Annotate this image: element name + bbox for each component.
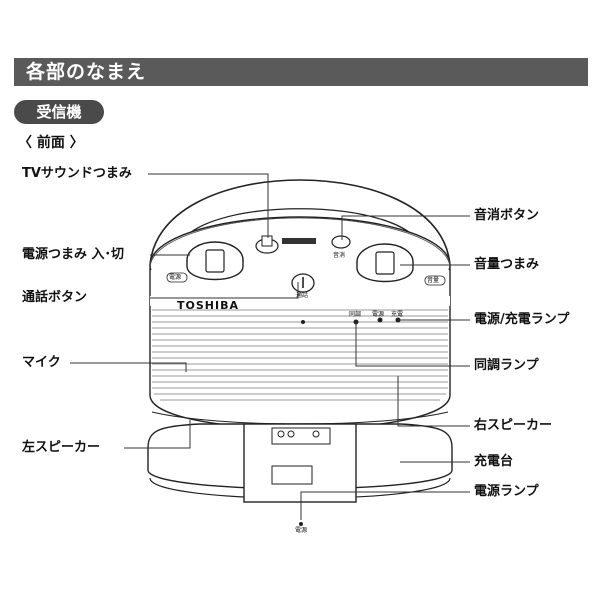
label-power-knob: 電源つまみ 入･切 xyxy=(22,247,125,262)
leader-lines xyxy=(70,173,470,520)
label-right-speaker: 右スピーカー xyxy=(474,418,553,433)
tv-sound-knob xyxy=(255,235,316,254)
label-left-speaker: 左スピーカー xyxy=(22,440,101,455)
label-tv-sound-knob: TVサウンドつまみ xyxy=(22,166,132,181)
mic-dot xyxy=(301,320,305,324)
knob-right-tag: 音量 xyxy=(427,277,440,284)
label-power-lamp: 電源ランプ xyxy=(474,484,539,499)
mute-button-shape xyxy=(331,235,351,249)
lamp-power-tag: 電源 xyxy=(372,311,385,318)
label-talk-button: 通話ボタン xyxy=(22,290,88,305)
view-label: 〈 前面 〉 xyxy=(18,135,84,151)
label-sync-lamp: 同調ランプ xyxy=(474,358,539,373)
lamp-charge-tag: 充電 xyxy=(391,311,404,318)
charger-lamp-tag: 電源 xyxy=(295,527,308,534)
volume-knob xyxy=(356,243,414,283)
charger-lamp-dot xyxy=(299,522,303,526)
label-mute-button: 音消ボタン xyxy=(474,208,540,223)
brand-logo-text: TOSHIBA xyxy=(177,299,239,312)
handle xyxy=(149,179,451,271)
subsection-title: 受信機 xyxy=(36,103,82,121)
section-header-bar: 各部のなまえ xyxy=(14,58,588,86)
talk-tag: 通話 xyxy=(296,292,309,299)
mute-tag: 音消 xyxy=(333,252,346,259)
section-title: 各部のなまえ xyxy=(26,61,147,83)
knob-left-tag: 電源 xyxy=(169,274,182,281)
power-knob xyxy=(186,241,244,281)
talk-button-shape xyxy=(291,273,315,293)
label-charger: 充電台 xyxy=(474,454,514,469)
label-volume-knob: 音量つまみ xyxy=(474,257,540,272)
sync-lamp-tag: 同調 xyxy=(349,311,362,318)
power-charge-lamp-dot xyxy=(377,317,383,323)
label-power-charge-lamp: 電源/充電ランプ xyxy=(474,312,570,327)
subsection-pill: 受信機 xyxy=(14,100,104,124)
label-mic: マイク xyxy=(22,355,61,370)
